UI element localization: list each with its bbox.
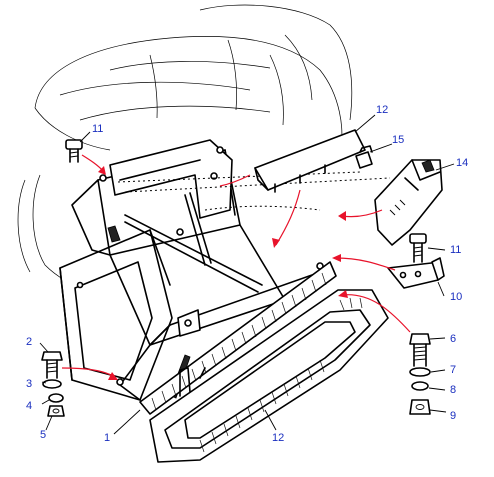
callout-7: 7 (450, 364, 456, 376)
mounting-bracket (387, 257, 445, 289)
callout-11-top: 11 (92, 123, 103, 135)
callout-10: 10 (450, 291, 462, 303)
bolt-top-left (65, 139, 83, 163)
leader-lines (39, 114, 455, 435)
callout-labels: 11 2 3 4 5 1 12 12 15 14 11 10 6 7 8 9 (26, 104, 468, 444)
callout-14: 14 (456, 157, 468, 169)
callout-15: 15 (392, 134, 404, 146)
callout-9: 9 (450, 410, 456, 422)
trim-hatch (151, 272, 363, 453)
callout-5: 5 (40, 429, 46, 441)
callout-2: 2 (26, 336, 32, 348)
callout-8: 8 (450, 384, 456, 396)
callout-3: 3 (26, 378, 32, 390)
assembly-guides (117, 171, 391, 211)
seat-base-frame (59, 139, 324, 401)
seat-belt-cover (254, 129, 366, 193)
bolt-right-upper (409, 233, 427, 263)
callout-12: 12 (272, 432, 284, 444)
side-trim-panel (139, 261, 389, 463)
fasteners-right (409, 333, 431, 415)
callout-13: 12 (376, 104, 388, 116)
callout-11-right: 11 (450, 244, 461, 256)
callout-1: 1 (104, 432, 110, 444)
side-cover (374, 159, 443, 246)
callout-4: 4 (26, 400, 32, 412)
retaining-clip (355, 145, 373, 169)
callout-6: 6 (450, 333, 456, 345)
assembly-arrows (61, 154, 411, 380)
fasteners-left (41, 351, 65, 417)
